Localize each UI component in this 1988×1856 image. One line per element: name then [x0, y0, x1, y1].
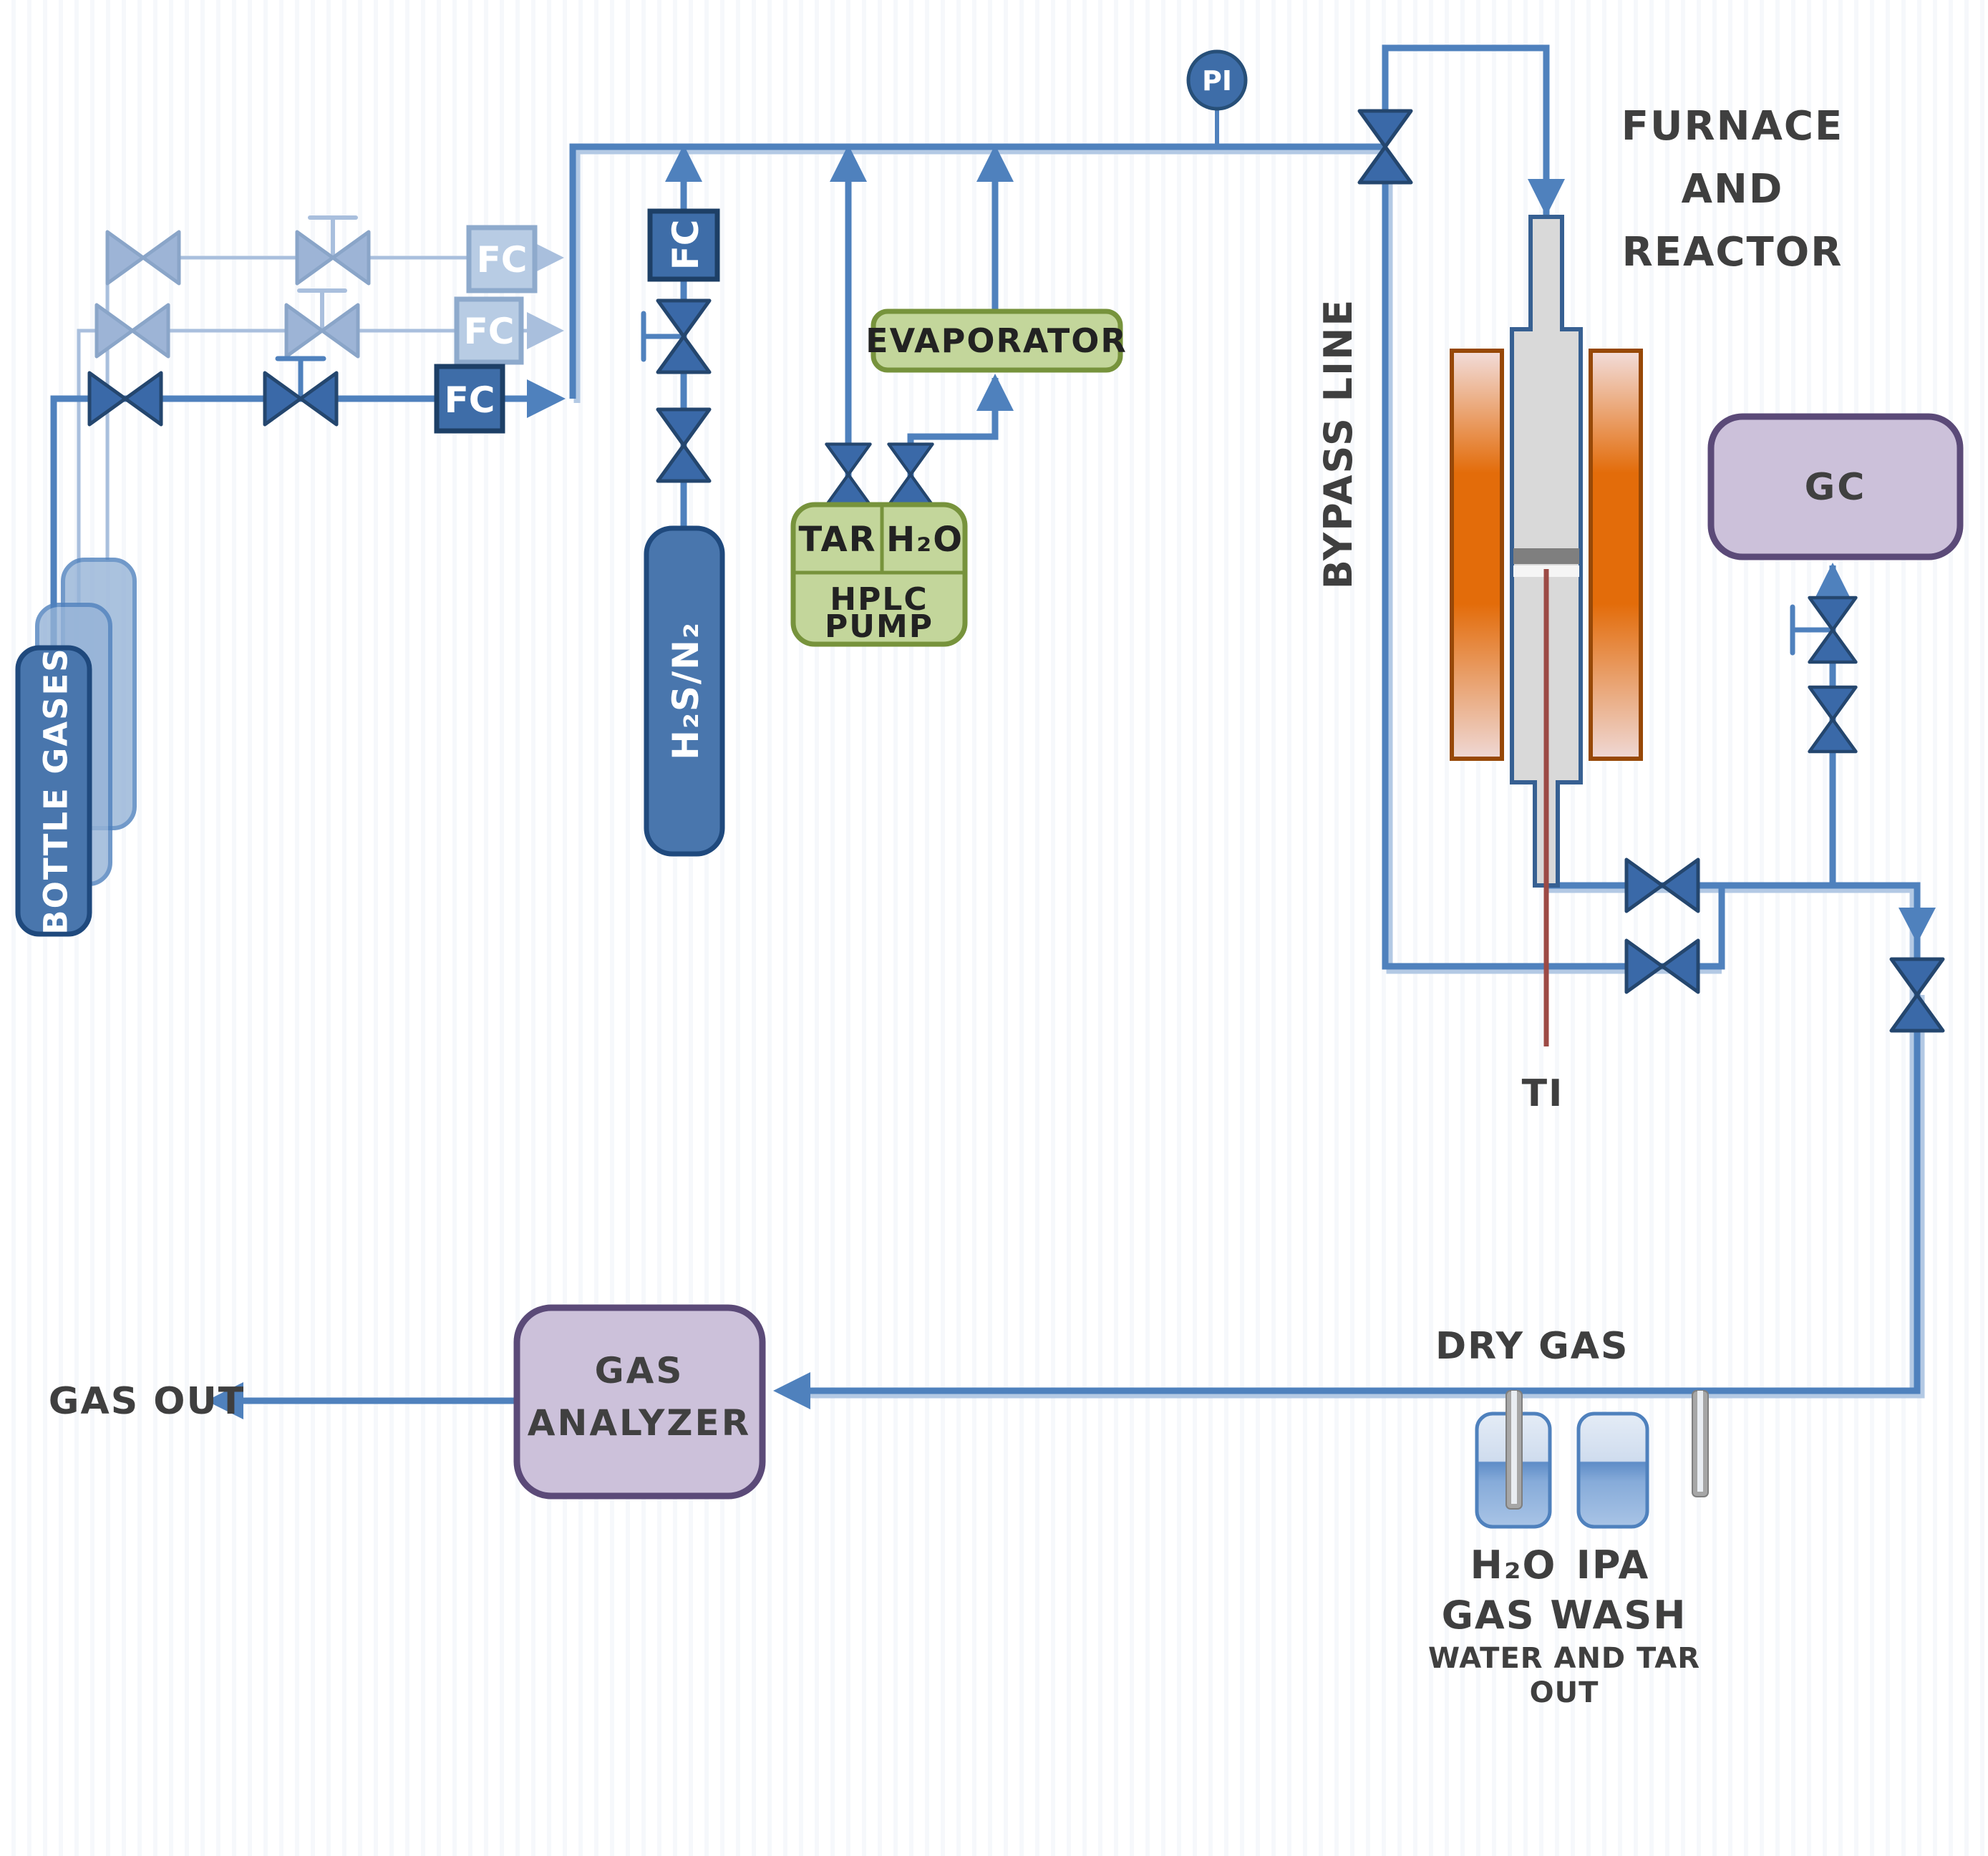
arrow-icon	[527, 379, 566, 418]
bottle-gases-label: BOTTLE GASES	[37, 647, 75, 934]
arrow-icon	[1899, 908, 1936, 943]
fc-controller-1: FC	[466, 225, 538, 293]
ipa-wash-label: IPA	[1576, 1542, 1650, 1588]
h2s-n2-label: H₂S/N₂	[665, 621, 707, 760]
gas-analyzer: GAS ANALYZER	[513, 1304, 766, 1500]
fc-label: FC	[464, 311, 515, 352]
arrow-icon	[527, 312, 564, 349]
wash-bottle-ipa	[1576, 1412, 1649, 1529]
furnace-label-3: REACTOR	[1622, 229, 1843, 276]
h2o-cell-label: H₂O	[886, 520, 964, 560]
arrow-icon	[1814, 563, 1851, 600]
valve-icon	[1810, 687, 1856, 752]
gas-analyzer-label-2: ANALYZER	[528, 1402, 751, 1444]
h2o-to-evaporator	[907, 378, 999, 505]
arrow-icon	[830, 145, 867, 182]
valve-icon	[1626, 941, 1698, 992]
pressure-gauge-icon	[1186, 49, 1248, 111]
gas-wash-group	[1475, 1390, 1709, 1529]
outlet-line	[780, 882, 1921, 1394]
hplc-label-2: PUMP	[825, 608, 934, 645]
valve-icon	[89, 373, 161, 424]
arrow-icon	[665, 145, 702, 182]
valve-icon	[97, 305, 168, 356]
fc-controller-2: FC	[454, 296, 524, 365]
bottle-gases-group: BOTTLE GASES	[15, 558, 137, 937]
arrow-icon	[976, 145, 1014, 182]
reactor-feed-line	[1382, 44, 1550, 215]
arrow-icon	[773, 1372, 810, 1409]
dip-tube-ipa	[1692, 1390, 1709, 1497]
fc-controller-h2s: FC	[647, 208, 720, 282]
bypass-line-label: BYPASS LINE	[1316, 298, 1361, 589]
fc-label: FC	[445, 379, 495, 421]
hplc-label-1: HPLC	[830, 581, 928, 618]
gas-analyzer-label-1: GAS	[595, 1350, 684, 1391]
gas-out-label: GAS OUT	[49, 1380, 245, 1423]
ti-label: TI	[1522, 1072, 1564, 1115]
flow-arrows	[206, 145, 1936, 1419]
pi-label: PI	[1202, 65, 1232, 97]
dry-gas-label: DRY GAS	[1435, 1325, 1629, 1368]
arrow-icon	[206, 1382, 243, 1419]
bypass-line-pipe	[1382, 183, 1725, 970]
hplc-pump: TAR H₂O HPLC PUMP	[790, 502, 968, 647]
flow-controllers: FC FC FC FC	[434, 208, 720, 434]
fc-label: FC	[477, 239, 528, 281]
furnace-and-reactor	[1450, 215, 1643, 1046]
pi-gauge: PI	[1186, 49, 1248, 111]
text-labels: BYPASS LINE FURNACE AND REACTOR TI DRY G…	[49, 103, 1843, 1709]
furnace-label-1: FURNACE	[1621, 103, 1843, 150]
gas-wash-label: GAS WASH	[1442, 1593, 1687, 1638]
gas-wash-sub-label-2: OUT	[1530, 1676, 1599, 1709]
pipe-shadows	[573, 147, 1925, 1399]
valve-icon	[826, 444, 870, 505]
h2o-wash-label: H₂O	[1470, 1542, 1557, 1588]
manifold-row3-line	[50, 395, 535, 648]
main-header-line	[569, 143, 1385, 399]
dip-tube-h2o	[1505, 1390, 1523, 1510]
catalyst-bed	[1513, 548, 1579, 564]
furnace-label-2: AND	[1682, 166, 1784, 213]
valve-icon	[658, 409, 709, 481]
fc-controller-3: FC	[434, 364, 505, 434]
h2s-n2-cylinder: H₂S/N₂	[644, 525, 725, 857]
gc-label: GC	[1805, 466, 1867, 509]
evaporator-label: EVAPORATOR	[865, 321, 1128, 360]
furnace-element-left	[1450, 349, 1504, 761]
valve-icon	[107, 232, 179, 283]
valve-icon	[1891, 959, 1943, 1031]
gas-wash-sub-label-1: WATER AND TAR	[1428, 1642, 1700, 1675]
furnace-element-right	[1589, 349, 1643, 761]
gas-bottle-front	[15, 645, 92, 937]
valve-icon	[888, 444, 932, 505]
tar-cell-label: TAR	[798, 520, 876, 560]
arrow-icon	[976, 374, 1014, 411]
evaporator: EVAPORATOR	[865, 308, 1128, 373]
manifold-row2-line	[77, 329, 543, 605]
arrow-icon	[1528, 179, 1565, 216]
valve-icon	[1626, 860, 1698, 911]
gc-unit: GC	[1707, 413, 1964, 560]
fc-label: FC	[665, 220, 707, 271]
